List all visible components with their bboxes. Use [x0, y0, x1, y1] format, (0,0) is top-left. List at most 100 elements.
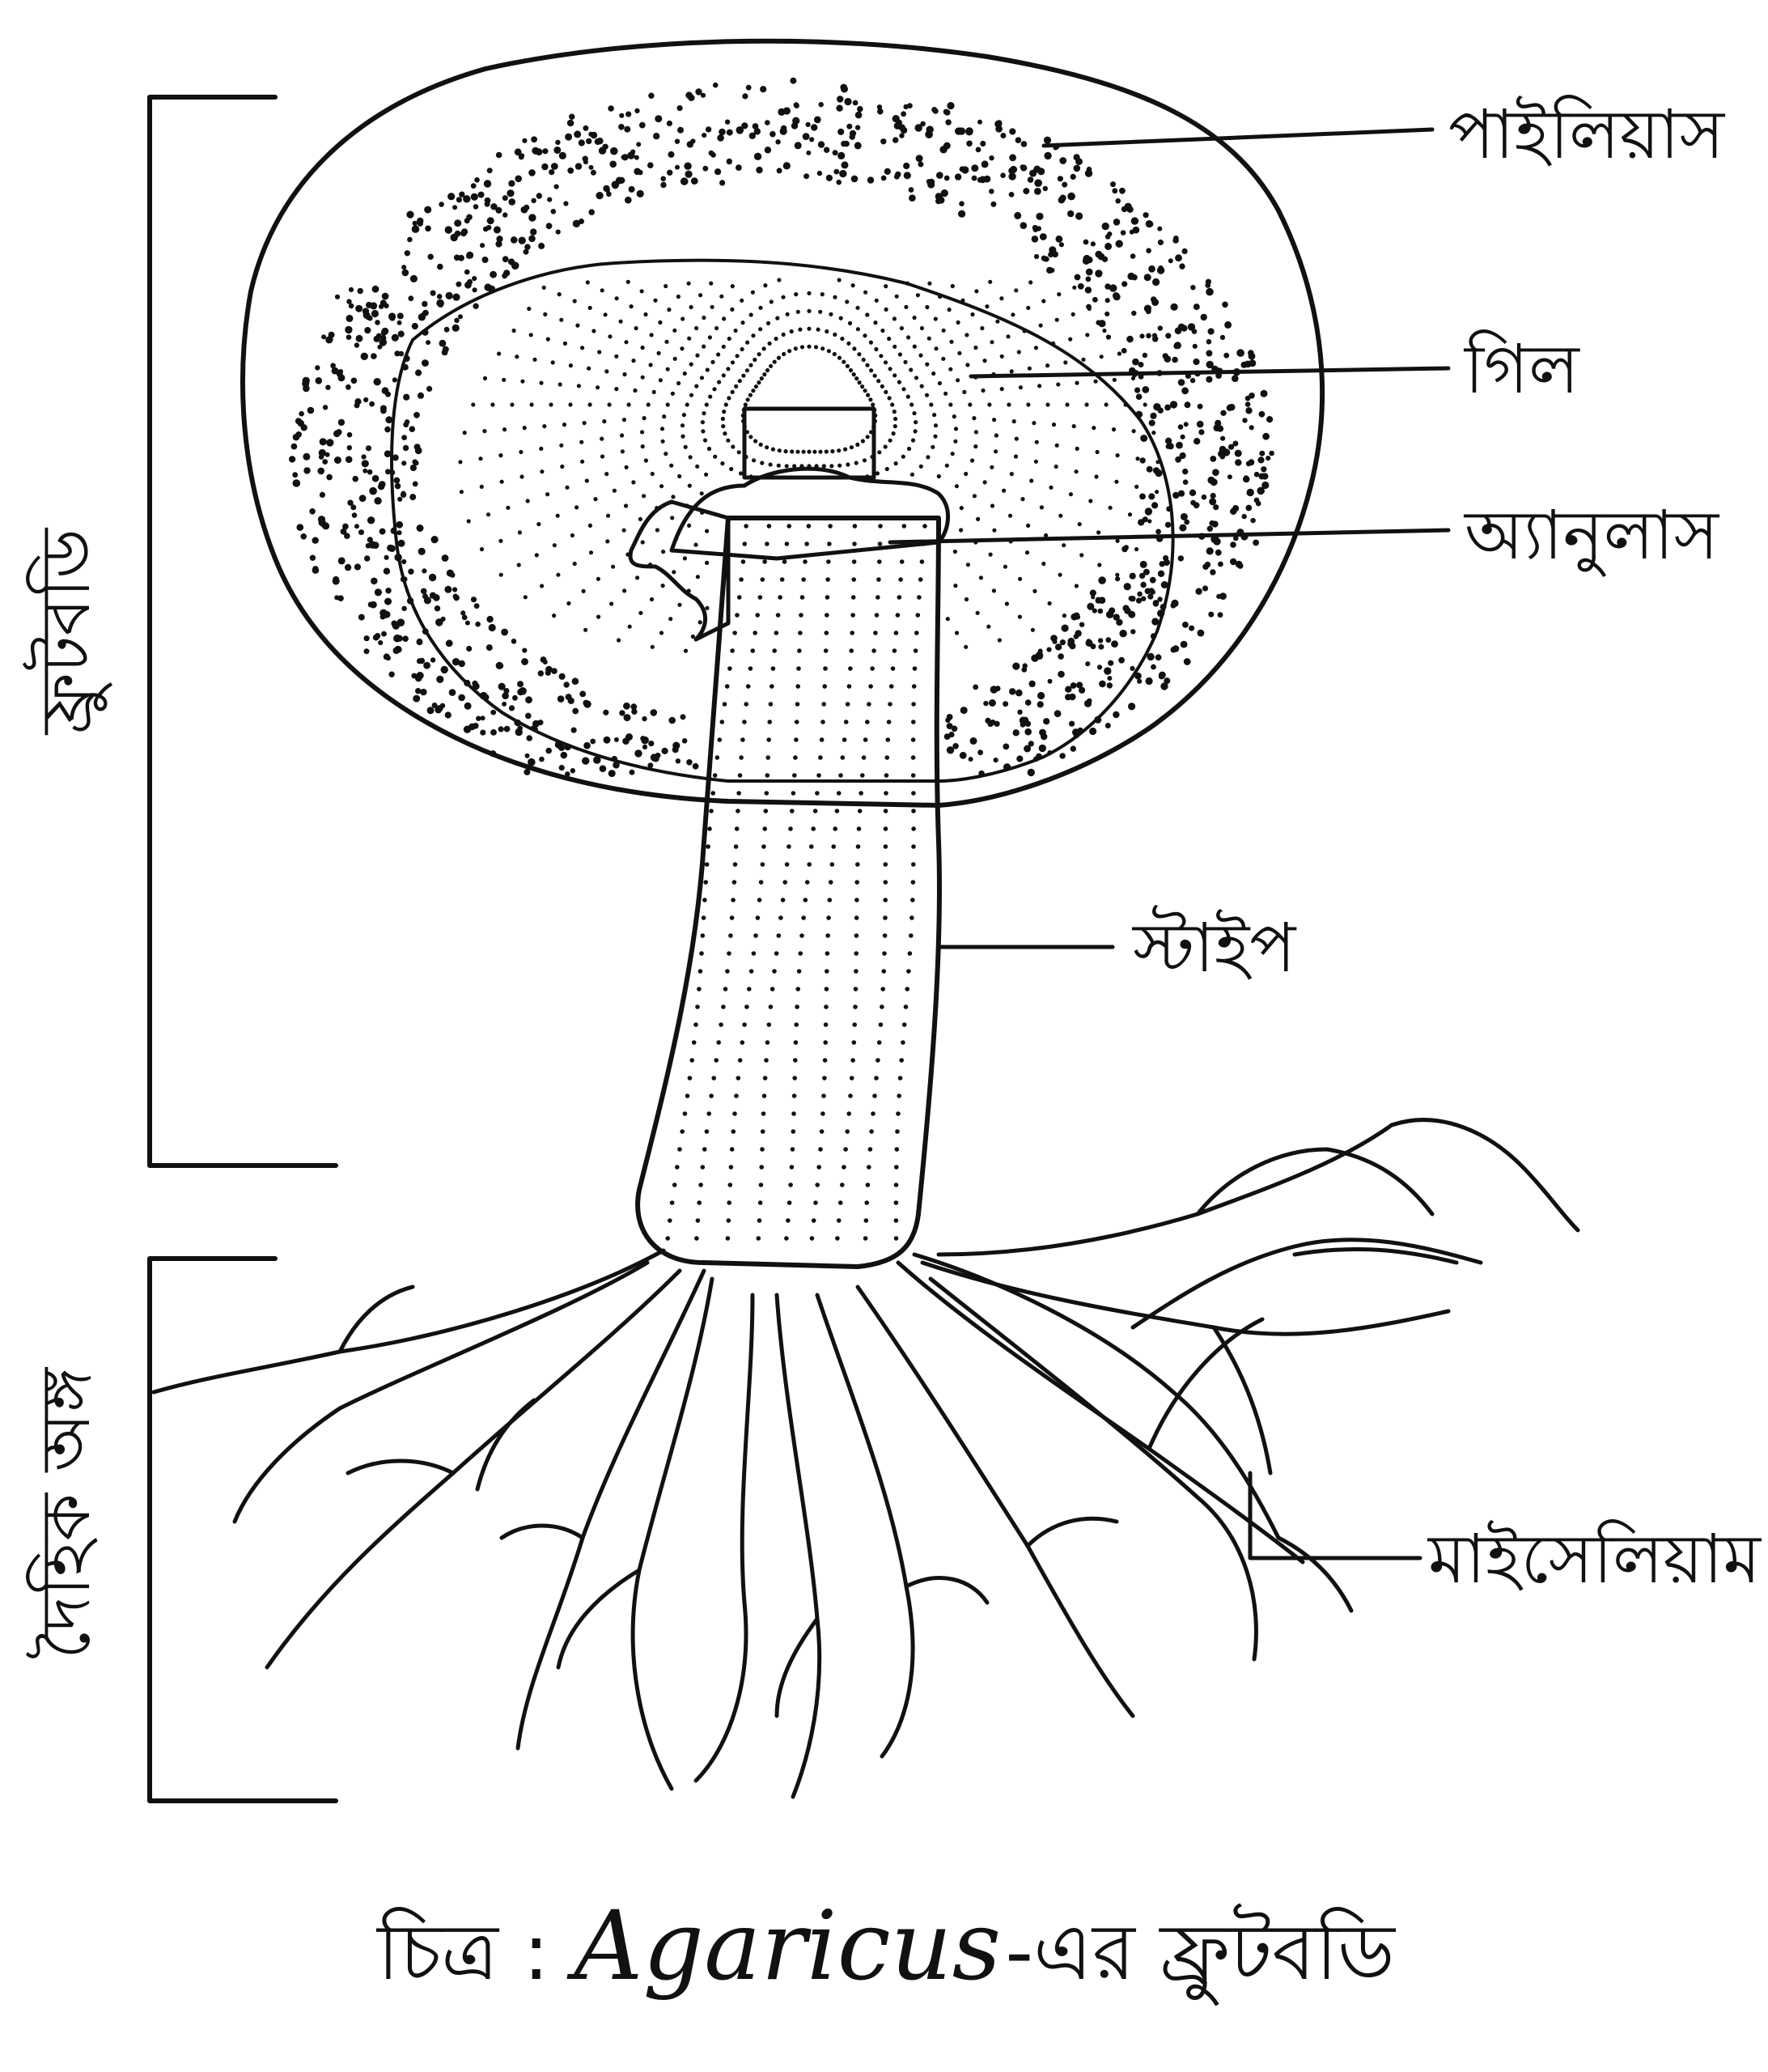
pileus-dot	[1182, 622, 1189, 628]
pileus-dot	[1015, 137, 1022, 143]
pileus-dot	[983, 700, 989, 707]
pileus-dot	[1109, 284, 1117, 292]
gill-dot	[642, 416, 647, 421]
pileus-dot	[634, 108, 640, 114]
pileus-dot	[394, 645, 401, 652]
pileus-dot	[1128, 596, 1134, 601]
pileus-dot	[1109, 607, 1116, 614]
pileus-dot	[426, 707, 435, 715]
pileus-outline	[240, 38, 1325, 808]
gill-dot	[519, 449, 524, 455]
pileus-dot	[545, 223, 553, 230]
pileus-dot	[518, 154, 524, 160]
gill-dot	[872, 373, 877, 378]
pileus-dot	[370, 302, 378, 310]
pileus-dot	[1172, 356, 1178, 363]
pileus-dot	[954, 173, 962, 180]
gill-dot	[1007, 513, 1013, 518]
stipe-dot	[821, 702, 826, 707]
stipe-dot	[882, 951, 887, 956]
pileus-dot	[841, 85, 848, 93]
pileus-dot	[539, 756, 545, 762]
gill-dot	[479, 547, 485, 552]
pileus-dot	[1191, 329, 1198, 334]
stipe-dot	[833, 826, 837, 831]
gill-dot	[581, 588, 586, 594]
pileus-dot	[719, 128, 726, 136]
pileus-dot	[371, 474, 379, 482]
gill-dot	[517, 530, 523, 535]
pileus-dot	[1155, 654, 1162, 661]
pileus-dot	[1028, 680, 1036, 688]
pileus-dot	[1098, 643, 1104, 650]
pileus-dot	[680, 714, 686, 720]
pileus-dot	[1049, 267, 1055, 274]
pileus-dot	[517, 681, 524, 688]
gill-dot	[990, 340, 994, 345]
pileus-dot	[1112, 188, 1118, 194]
stipe-dot	[744, 702, 748, 707]
gill-dot	[1114, 479, 1119, 484]
gill-dot	[740, 346, 744, 352]
stipe-dot	[826, 915, 831, 920]
pileus-dot	[463, 195, 471, 203]
stipe-dot	[774, 951, 779, 956]
pileus-dot	[466, 214, 473, 221]
pileus-dot	[946, 746, 955, 754]
stipe-dot	[899, 559, 905, 564]
gill-dot	[893, 461, 898, 466]
gill-dot	[523, 595, 528, 600]
pileus-dot	[295, 431, 303, 438]
gill-dot	[649, 333, 654, 338]
pileus-dot	[1044, 151, 1052, 160]
gill-dot	[1024, 550, 1030, 555]
pileus-dot	[452, 587, 458, 592]
gill-dot	[807, 291, 812, 295]
pileus-dot	[854, 111, 863, 119]
stipe-dot	[915, 613, 921, 618]
stipe-dot	[799, 933, 804, 938]
pileus-dot	[325, 384, 331, 390]
gill-dot	[753, 384, 759, 389]
stipe-dot	[788, 826, 793, 831]
pileus-dot	[373, 378, 381, 386]
pileus-dot	[1135, 597, 1143, 604]
stipe-dot	[824, 987, 829, 991]
pileus-dot	[1210, 569, 1216, 575]
gill-dot	[761, 346, 766, 351]
stipe-dot	[850, 1058, 855, 1063]
pileus-dot	[1092, 296, 1098, 303]
annulus-torn-edge	[628, 499, 731, 642]
gill-dot	[466, 519, 471, 524]
pileus-dot	[522, 648, 528, 653]
gill-dot	[847, 321, 853, 325]
gill-dot	[516, 563, 521, 567]
stipe-dot	[905, 987, 909, 991]
pileus-dot	[517, 725, 523, 731]
pileus-dot	[753, 152, 762, 160]
gill-dot	[737, 379, 742, 384]
pileus-dot	[1077, 282, 1084, 290]
pileus-dot	[360, 352, 368, 360]
pileus-dot	[1033, 165, 1041, 173]
pileus-dot	[507, 189, 515, 197]
stipe-dot	[840, 1182, 845, 1187]
pileus-dot	[396, 530, 402, 536]
gill-dot	[956, 320, 960, 325]
pileus-dot	[832, 150, 838, 156]
pileus-dot	[570, 727, 577, 733]
gill-dot	[795, 309, 800, 314]
gill-dot	[1049, 485, 1054, 490]
pileus-dot	[903, 172, 911, 180]
stipe-dot	[758, 1182, 764, 1187]
pileus-dot	[1206, 287, 1214, 296]
pileus-dot	[482, 226, 489, 232]
gill-dot	[479, 484, 484, 490]
stipe-dot	[890, 666, 896, 671]
gill-dot	[672, 356, 677, 361]
gill-dot	[937, 380, 942, 386]
stipe-dot	[784, 1236, 789, 1241]
gill-dot	[1143, 402, 1147, 407]
pileus-dot	[1209, 498, 1217, 506]
gill-dot	[1026, 402, 1031, 407]
